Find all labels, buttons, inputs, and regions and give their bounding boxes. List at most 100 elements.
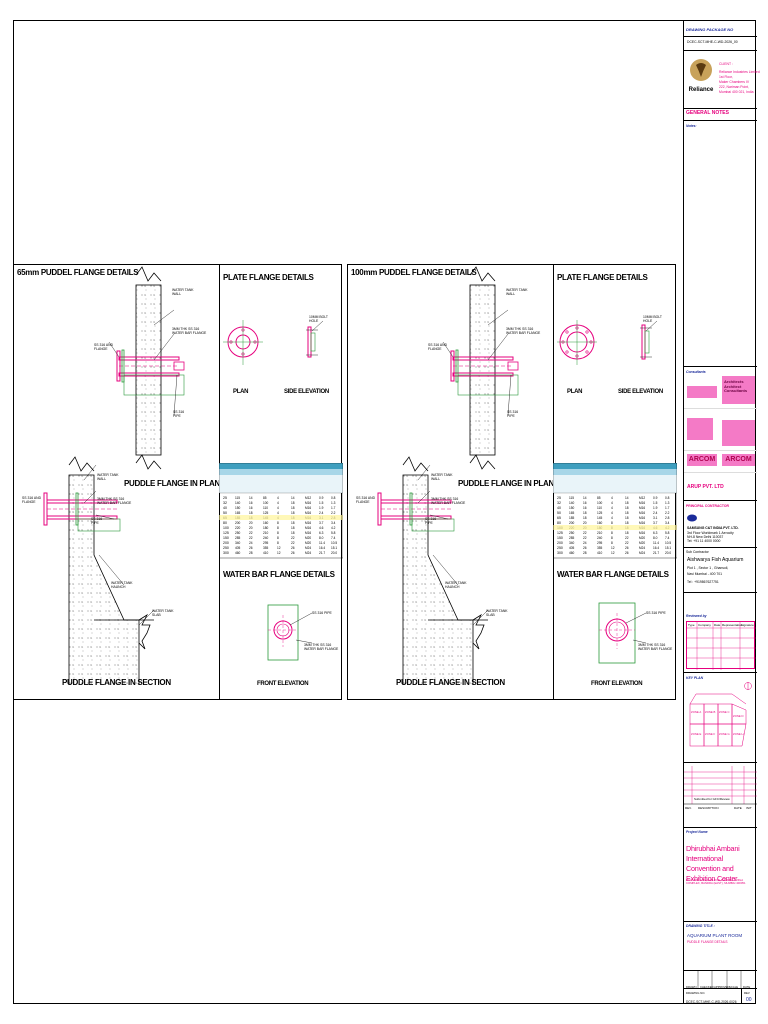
svg-text:200: 200 — [569, 521, 575, 525]
contractor-line-2: NH-8 New Delhi 110037 — [687, 535, 724, 539]
svg-text:12: 12 — [277, 551, 281, 555]
svg-text:22: 22 — [249, 531, 253, 535]
svg-text:14: 14 — [291, 496, 295, 500]
svg-text:300: 300 — [223, 551, 229, 555]
puddle-plan-drawing — [442, 266, 519, 470]
svg-text:20.0: 20.0 — [665, 551, 671, 555]
puddle-plan-caption: PUDDLE FLANGE IN PLAN — [458, 479, 554, 488]
label-water-tank-wall: WATER TANK WALL — [431, 473, 453, 481]
title-block: DRAWING PACKAGE NO DCEC-SCT-MHE-C-WD-202… — [683, 20, 760, 1004]
svg-text:10.5: 10.5 — [331, 541, 337, 545]
review-header-type: Type — [688, 623, 695, 627]
project-sub: PLOT NO. C-64, G-BLOCK, BANDRA KURLA COM… — [686, 878, 746, 886]
svg-text:M16: M16 — [639, 516, 645, 520]
svg-text:2.2: 2.2 — [665, 511, 670, 515]
svg-text:18: 18 — [291, 506, 295, 510]
svg-text:8: 8 — [277, 521, 279, 525]
svg-text:8: 8 — [277, 531, 279, 535]
svg-text:1.7: 1.7 — [665, 506, 670, 510]
plate-flange-drawing — [223, 320, 324, 365]
svg-text:210: 210 — [263, 531, 269, 535]
svg-text:18: 18 — [291, 531, 295, 535]
water-bar-flange-title: WATER BAR FLANGE DETAILS — [557, 570, 669, 579]
arcom-logo-1: ARCOM — [687, 454, 717, 466]
svg-text:200: 200 — [235, 521, 241, 525]
tb-line — [684, 988, 757, 989]
label-ss316-flange: SS 316 AND FLANGE — [94, 343, 114, 351]
label-water-tank-wall: WATER TANK WALL — [172, 288, 194, 296]
svg-text:3.1: 3.1 — [653, 516, 658, 520]
svg-text:3.7: 3.7 — [319, 521, 324, 525]
svg-text:4.6: 4.6 — [319, 526, 324, 530]
svg-text:405: 405 — [235, 546, 241, 550]
client-line-4: 222, Nariman Point, — [719, 85, 749, 89]
svg-text:M24: M24 — [639, 546, 645, 550]
review-header-rep: Representative — [722, 623, 743, 627]
svg-text:100: 100 — [223, 526, 229, 530]
svg-text:8: 8 — [611, 541, 613, 545]
svg-text:4: 4 — [611, 496, 613, 500]
svg-text:2.8: 2.8 — [665, 516, 670, 520]
svg-text:4: 4 — [611, 516, 613, 520]
water-bar-flange-title: WATER BAR FLANGE DETAILS — [223, 570, 335, 579]
svg-text:22: 22 — [249, 536, 253, 540]
label-ss316-pipe: SS 316 PIPE — [507, 410, 519, 418]
svg-text:5.8: 5.8 — [331, 531, 336, 535]
svg-text:16: 16 — [249, 506, 253, 510]
label-water-tank-wall: WATER TANK WALL — [506, 288, 528, 296]
svg-text:18: 18 — [625, 506, 629, 510]
tb-line — [684, 108, 757, 109]
svg-text:M16: M16 — [639, 531, 645, 535]
rev-divider — [741, 988, 742, 1004]
client-line-1: Reliance Industries Limited — [719, 70, 760, 74]
project-name-label: Project Name — [686, 830, 708, 834]
zone-e: ZONE E — [691, 732, 702, 736]
drawing-package-no: DCEC-SCT-MHE-C-WD-2026_00 — [687, 40, 738, 44]
svg-text:18: 18 — [625, 531, 629, 535]
client-logo-text: Reliance — [688, 87, 714, 93]
contractor-line-1: 3rd Floor Worldmark 1 Aerocity — [687, 531, 734, 535]
svg-text:185: 185 — [569, 516, 575, 520]
svg-text:80: 80 — [557, 521, 561, 525]
svg-text:125: 125 — [263, 511, 269, 515]
svg-text:4: 4 — [277, 501, 279, 505]
svg-text:26: 26 — [249, 546, 253, 550]
svg-text:300: 300 — [557, 551, 563, 555]
svg-text:460: 460 — [235, 551, 241, 555]
client-logo: Reliance — [687, 57, 715, 97]
svg-text:14: 14 — [583, 496, 587, 500]
plate-side-elevation-caption: SIDE ELEVATION — [284, 389, 329, 395]
panel-65mm: 65mm PUDDEL FLANGE DETAILS PLATE FLANGE … — [13, 264, 343, 700]
svg-text:16: 16 — [583, 501, 587, 505]
drawing-subtitle: PUDDLE FLANGE DETAILS — [687, 940, 728, 944]
plate-flange-title: PLATE FLANGE DETAILS — [223, 273, 314, 282]
svg-text:410: 410 — [263, 551, 269, 555]
label-bolt-hole: 10MM BOLT HOLE — [309, 315, 328, 323]
svg-text:110: 110 — [263, 506, 268, 510]
tb-line — [684, 120, 757, 121]
svg-text:M12: M12 — [305, 496, 311, 500]
consultant-name-3: Consultants — [724, 388, 748, 393]
svg-text:140: 140 — [569, 501, 575, 505]
label-water-bar-flange: 3MM THK SS 316 WATER BAR FLANGE — [506, 327, 541, 335]
svg-text:M20: M20 — [639, 541, 645, 545]
svg-text:2.4: 2.4 — [653, 511, 658, 515]
svg-text:240: 240 — [263, 536, 269, 540]
svg-text:20: 20 — [583, 521, 587, 525]
reviewed-by-label: Reviewed by — [686, 614, 707, 618]
revision-table — [684, 766, 757, 805]
svg-text:25: 25 — [557, 496, 561, 500]
svg-text:1.3: 1.3 — [331, 501, 336, 505]
label-haunch: WATER TANK HAUNCH — [445, 581, 467, 589]
svg-text:340: 340 — [235, 541, 241, 545]
svg-text:12: 12 — [277, 546, 281, 550]
svg-text:12: 12 — [611, 551, 615, 555]
svg-text:M20: M20 — [639, 536, 645, 540]
svg-text:65: 65 — [557, 516, 561, 520]
svg-text:340: 340 — [569, 541, 575, 545]
label-water-bar-flange: 3MM THK SS 316 WATER BAR FLANGE — [97, 497, 132, 505]
review-header-date: Date — [714, 623, 721, 627]
svg-text:40: 40 — [557, 506, 561, 510]
svg-text:M16: M16 — [639, 501, 645, 505]
tb-line — [684, 970, 757, 971]
